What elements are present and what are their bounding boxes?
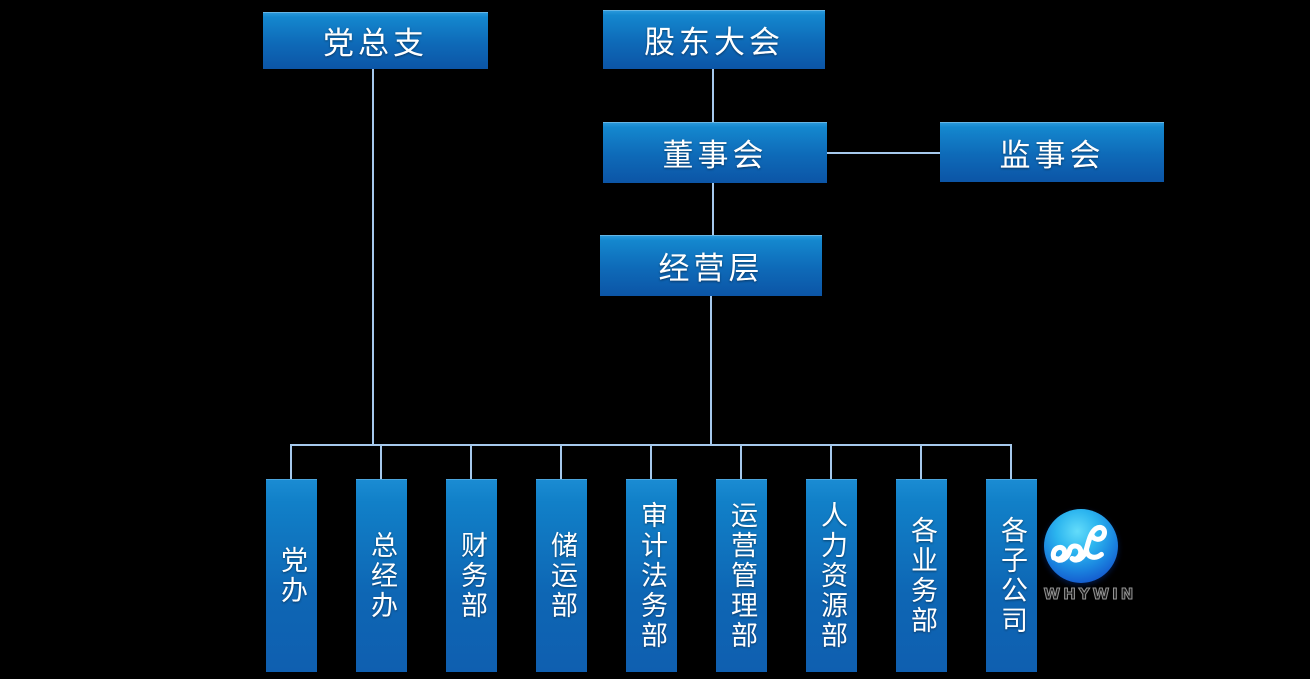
dept-human-resources: 人力资源部 — [806, 479, 857, 672]
connector-stub-party-office — [290, 444, 292, 479]
dept-label: 储运部 — [546, 530, 577, 621]
dept-storage-transport: 储运部 — [536, 479, 587, 672]
dept-label: 人力资源部 — [816, 500, 847, 651]
dept-audit-legal: 审计法务部 — [626, 479, 677, 672]
dept-label: 各子公司 — [996, 515, 1027, 636]
dept-label: 运营管理部 — [726, 500, 757, 651]
dept-label: 财务部 — [456, 530, 487, 621]
connector-stub-hr — [830, 444, 832, 479]
connector-board-management — [712, 183, 714, 235]
dept-party-office: 党办 — [266, 479, 317, 672]
connector-stub-audit-legal — [650, 444, 652, 479]
connector-stub-operations — [740, 444, 742, 479]
connector-board-supervisory — [827, 152, 940, 154]
node-label: 董事会 — [662, 138, 768, 174]
dept-general-manager-office: 总经办 — [356, 479, 407, 672]
node-label: 股东大会 — [644, 25, 784, 61]
connector-party-branch-drop — [372, 69, 374, 446]
dept-label: 各业务部 — [906, 515, 937, 636]
whywin-logo: WHYWIN — [1040, 506, 1140, 608]
dept-operations-management: 运营管理部 — [716, 479, 767, 672]
node-supervisory-board: 监事会 — [940, 122, 1164, 182]
script-w-glyph — [1050, 524, 1108, 563]
dept-business-units: 各业务部 — [896, 479, 947, 672]
node-label: 党总支 — [323, 26, 428, 62]
dept-label: 审计法务部 — [636, 500, 667, 651]
connector-management-drop — [710, 296, 712, 446]
connector-stub-storage — [560, 444, 562, 479]
dept-subsidiaries: 各子公司 — [986, 479, 1037, 672]
connector-shareholders-board — [712, 69, 714, 122]
node-board-of-directors: 董事会 — [603, 122, 827, 183]
node-management-level: 经营层 — [600, 235, 822, 296]
connector-stub-finance — [470, 444, 472, 479]
whywin-wordmark: WHYWIN — [1043, 585, 1137, 604]
connector-stub-gm-office — [380, 444, 382, 479]
dept-finance: 财务部 — [446, 479, 497, 672]
dept-label: 党办 — [276, 545, 307, 606]
node-party-general-branch: 党总支 — [263, 12, 488, 69]
node-label: 监事会 — [999, 137, 1105, 174]
dept-label: 总经办 — [366, 530, 397, 621]
node-shareholders-meeting: 股东大会 — [603, 10, 825, 69]
node-label: 经营层 — [658, 251, 764, 287]
connector-stub-business-units — [920, 444, 922, 479]
connector-stub-subsidiaries — [1010, 444, 1012, 479]
whywin-script-w-icon — [1044, 509, 1118, 583]
